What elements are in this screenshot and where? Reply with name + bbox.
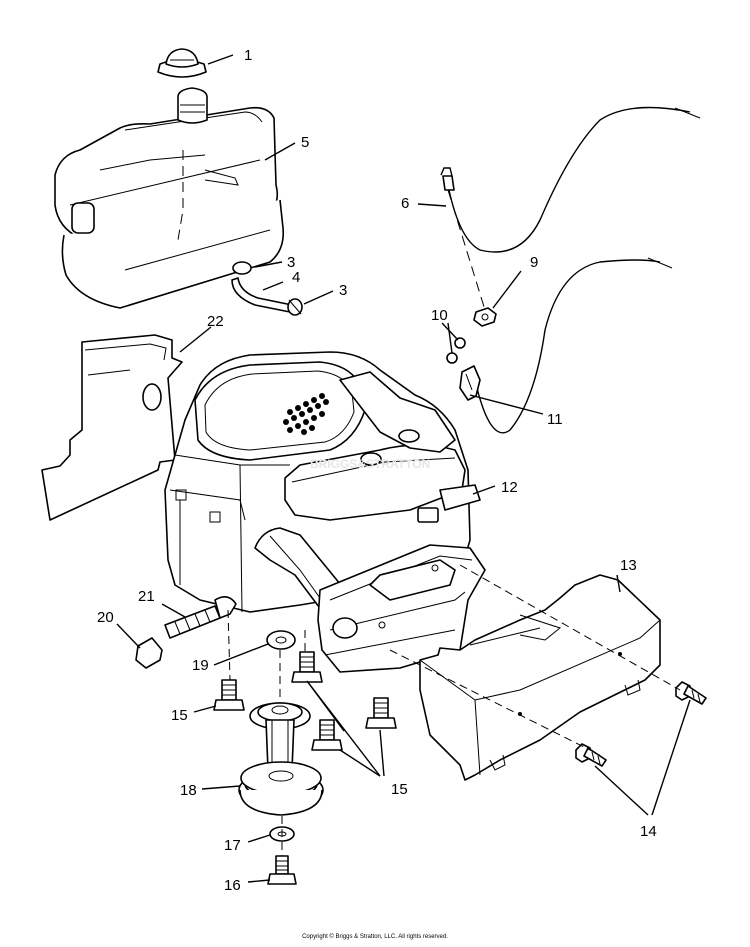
callout-13: 13 xyxy=(620,557,637,574)
callout-15-left: 15 xyxy=(171,707,188,724)
callout-3-top: 3 xyxy=(287,254,295,271)
copyright-notice: Copyright © Briggs & Stratton, LLC. All … xyxy=(302,934,448,940)
callout-15-right: 15 xyxy=(391,781,408,798)
fuel-line-part xyxy=(231,261,303,316)
callout-6: 6 xyxy=(401,195,409,212)
nut-part xyxy=(473,307,497,327)
callout-22: 22 xyxy=(207,313,224,330)
breather-tube-part xyxy=(135,596,237,669)
callout-9: 9 xyxy=(530,254,538,271)
callout-3-bottom: 3 xyxy=(339,282,347,299)
pulley-part xyxy=(238,702,324,816)
heat-shield-bolts-part xyxy=(575,681,707,767)
muffler-part xyxy=(317,544,486,673)
leader-lines xyxy=(116,54,691,883)
washer-part xyxy=(266,630,296,650)
callout-20: 20 xyxy=(97,609,114,626)
watermark-text: BRIGGS&STRATTON xyxy=(310,457,430,471)
callout-12: 12 xyxy=(501,479,518,496)
screws-clip-part xyxy=(446,337,481,401)
heat-shield-part xyxy=(419,574,661,781)
callout-18: 18 xyxy=(180,782,197,799)
callout-16: 16 xyxy=(224,877,241,894)
washer-bolt-part xyxy=(267,826,297,885)
callout-10: 10 xyxy=(431,307,448,324)
callout-19: 19 xyxy=(192,657,209,674)
callout-4: 4 xyxy=(292,269,300,286)
mounting-bolts-part xyxy=(213,651,397,751)
callout-17: 17 xyxy=(224,837,241,854)
callout-5: 5 xyxy=(301,134,309,151)
callout-21: 21 xyxy=(138,588,155,605)
callout-11: 11 xyxy=(547,411,563,428)
callout-1: 1 xyxy=(244,47,252,64)
fuel-cap-part xyxy=(157,48,207,78)
control-cables-part xyxy=(440,106,701,434)
baffle-plate-part xyxy=(41,334,183,521)
callout-14: 14 xyxy=(640,823,657,840)
fuel-tank-part xyxy=(54,87,285,309)
callout-labels: 1 5 3 4 3 6 9 10 11 12 13 14 15 15 16 17… xyxy=(97,47,657,894)
